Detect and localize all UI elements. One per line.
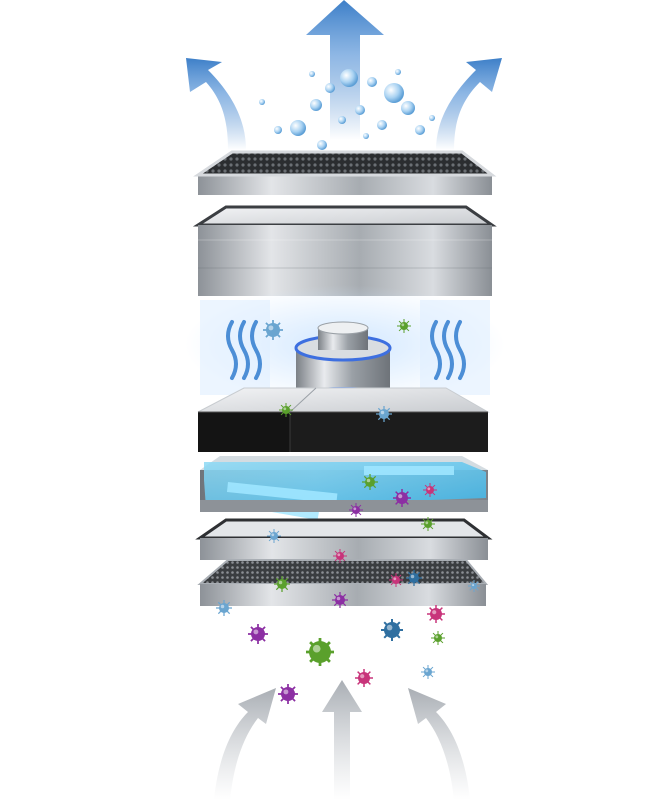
air-wave-left [226, 320, 262, 380]
intake-airflow-arrows [214, 680, 470, 800]
germ-particle [393, 489, 411, 507]
germ-particle [355, 669, 373, 687]
germ-particle [278, 684, 298, 704]
germ-particle [263, 320, 283, 340]
outlet-arrow-right [436, 58, 502, 150]
germ-particle [267, 529, 281, 543]
germ-particle [431, 631, 445, 645]
intake-arrow-left [214, 688, 276, 800]
air-wave-right [430, 320, 466, 380]
germ-particle [362, 474, 378, 490]
germ-particle [421, 517, 435, 531]
carbon-mesh-filter [193, 150, 497, 195]
germ-particle [349, 503, 363, 517]
germ-particle [332, 592, 348, 608]
germ-particle [468, 580, 480, 592]
fan-base-plate [197, 387, 490, 452]
germ-particle [248, 624, 268, 644]
germ-particle [423, 483, 437, 497]
germ-particle [389, 573, 403, 587]
pre-filter-frame [195, 518, 493, 560]
hepa-filter-block [192, 205, 497, 296]
intake-arrow-right [408, 688, 470, 800]
germ-particle [397, 319, 411, 333]
germ-particle [216, 600, 232, 616]
germ-particle [406, 570, 422, 586]
germ-particle [333, 549, 347, 563]
germ-particle [274, 576, 290, 592]
germ-particle [381, 619, 403, 641]
germ-particle [427, 605, 445, 623]
outlet-arrow-left [186, 58, 246, 150]
uv-light-chamber [200, 456, 488, 521]
germ-particle [376, 406, 392, 422]
germ-particle [421, 665, 435, 679]
intake-arrow-center [322, 680, 362, 800]
clean-air-bubbles [259, 69, 435, 150]
germ-particle [279, 403, 293, 417]
contaminant-particles [216, 319, 480, 704]
germ-particle [306, 638, 334, 666]
